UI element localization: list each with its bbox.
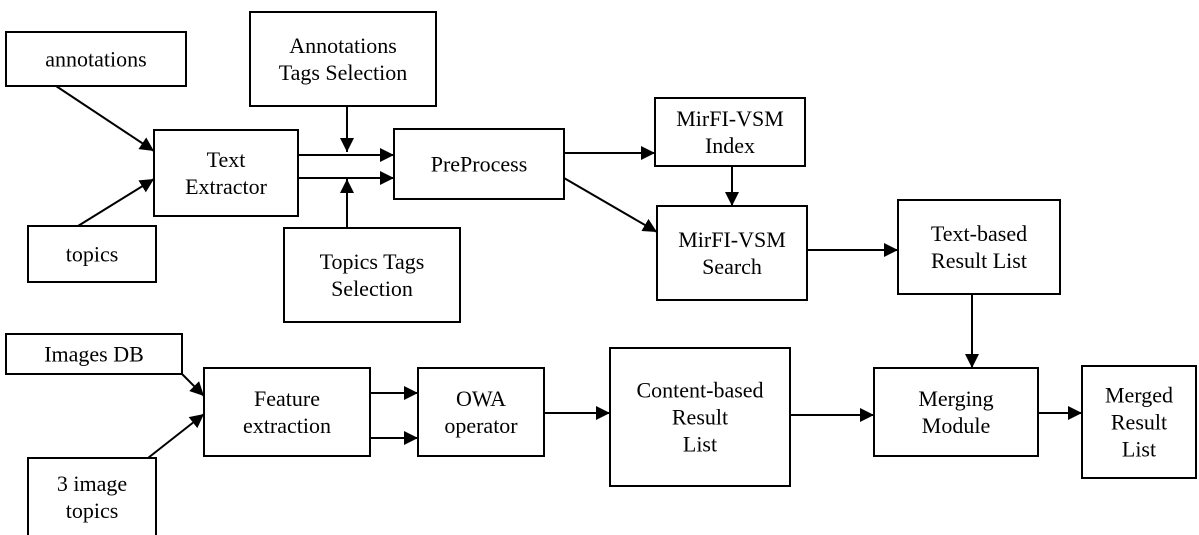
node-label-image-topics-line-1: 3 image bbox=[57, 471, 127, 496]
node-label-mirfi-index-line-2: Index bbox=[705, 133, 755, 158]
node-label-merging-line-2: Module bbox=[922, 413, 990, 438]
node-box-merged-result bbox=[1081, 365, 1197, 479]
edges-layer bbox=[55, 85, 1082, 459]
node-annotations: annotations bbox=[5, 31, 187, 87]
node-box-preprocess bbox=[393, 128, 565, 200]
arrow-image-topics-to-feature-extraction bbox=[147, 413, 205, 459]
node-label-annotations-tags-line-1: Annotations bbox=[289, 33, 397, 58]
node-box-owa bbox=[417, 367, 545, 457]
node-box-text-extractor bbox=[153, 129, 299, 217]
arrow-topics-to-text-extractor bbox=[77, 178, 155, 227]
node-label-feature-extraction-line-2: extraction bbox=[243, 413, 331, 438]
node-label-topics-tags-line-2: Selection bbox=[331, 276, 413, 301]
node-label-text-result-line-2: Result List bbox=[931, 248, 1027, 273]
node-label-preprocess-line-1: PreProcess bbox=[431, 152, 528, 177]
node-label-annotations-tags-line-2: Tags Selection bbox=[279, 60, 408, 85]
node-label-merged-result-line-1: Merged bbox=[1105, 383, 1173, 408]
node-box-content-result bbox=[609, 347, 791, 487]
arrow-preprocess-to-mirfi-search bbox=[563, 177, 658, 233]
node-label-mirfi-search-line-2: Search bbox=[702, 254, 762, 279]
node-box-topics bbox=[27, 225, 157, 283]
node-box-text-result bbox=[897, 199, 1061, 295]
node-box-mirfi-index bbox=[654, 97, 806, 167]
node-label-merged-result-line-3: List bbox=[1122, 437, 1156, 462]
node-label-content-result-line-1: Content-based bbox=[636, 378, 763, 403]
node-label-image-topics-line-2: topics bbox=[66, 498, 119, 523]
node-images-db: Images DB bbox=[5, 333, 183, 375]
node-label-content-result-line-2: Result bbox=[672, 405, 728, 430]
node-label-topics-tags-line-1: Topics Tags bbox=[320, 249, 425, 274]
node-box-feature-extraction bbox=[203, 367, 371, 457]
node-label-topics-line-1: topics bbox=[66, 242, 119, 267]
node-label-text-result-line-1: Text-based bbox=[931, 221, 1027, 246]
node-preprocess: PreProcess bbox=[393, 128, 565, 200]
node-box-topics-tags bbox=[283, 227, 461, 323]
node-box-annotations-tags bbox=[249, 11, 437, 107]
node-box-annotations bbox=[5, 31, 187, 87]
node-label-annotations-line-1: annotations bbox=[45, 47, 146, 72]
arrow-annotations-to-text-extractor bbox=[55, 85, 155, 152]
node-label-feature-extraction-line-1: Feature bbox=[254, 386, 320, 411]
node-box-merging bbox=[873, 367, 1039, 457]
node-topics: topics bbox=[27, 225, 157, 283]
node-label-text-extractor-line-1: Text bbox=[207, 147, 246, 172]
node-label-images-db-line-1: Images DB bbox=[44, 342, 144, 367]
node-label-text-extractor-line-2: Extractor bbox=[185, 174, 268, 199]
node-label-mirfi-index-line-1: MirFI-VSM bbox=[676, 106, 784, 131]
node-label-owa-line-1: OWA bbox=[456, 386, 506, 411]
node-box-images-db bbox=[5, 333, 183, 375]
node-box-image-topics bbox=[27, 457, 157, 535]
arrow-images-db-to-feature-extraction bbox=[181, 373, 205, 397]
node-label-merged-result-line-2: Result bbox=[1111, 410, 1167, 435]
node-label-mirfi-search-line-1: MirFI-VSM bbox=[678, 227, 786, 252]
node-label-owa-line-2: operator bbox=[444, 413, 518, 438]
node-box-mirfi-search bbox=[656, 205, 808, 301]
node-label-content-result-line-3: List bbox=[683, 432, 717, 457]
node-label-merging-line-1: Merging bbox=[918, 386, 993, 411]
